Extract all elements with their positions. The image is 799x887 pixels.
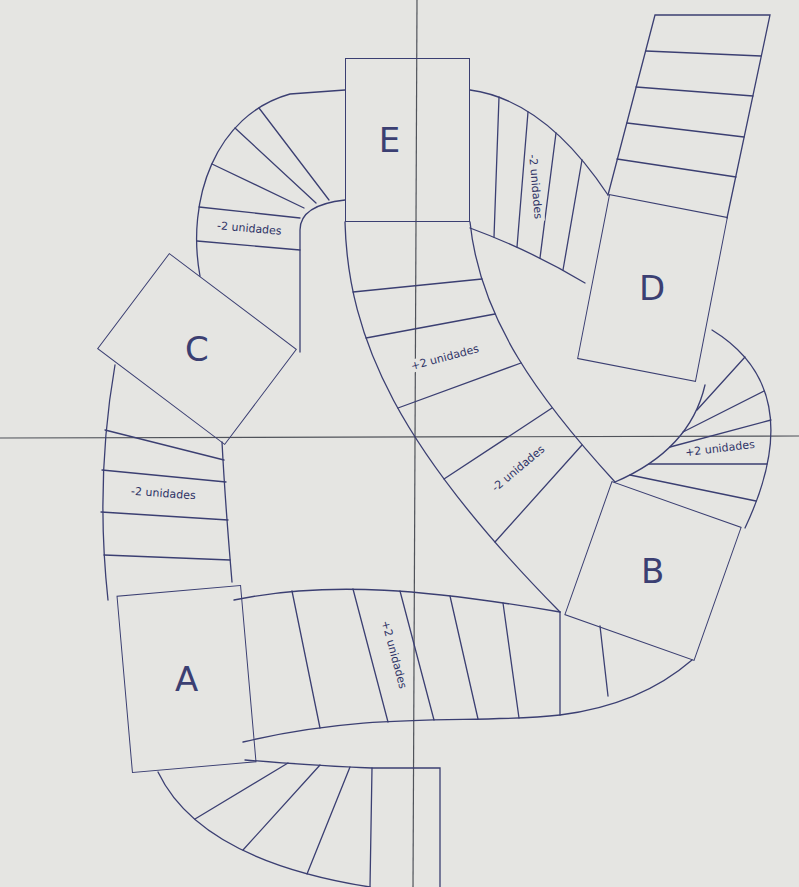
board-square: C	[97, 253, 297, 445]
track-cells	[101, 15, 771, 887]
cell-note: +2 unidades	[378, 618, 410, 693]
cell-note: -2 unidades	[214, 219, 284, 238]
cell-note: -2 unidades	[128, 485, 197, 503]
square-letter: C	[185, 332, 209, 366]
cell-note: +2 unidades	[683, 438, 758, 460]
square-letter: B	[641, 553, 664, 587]
board-square: B	[564, 481, 741, 661]
cell-note: -2 unidades	[487, 442, 548, 496]
cell-note: -2 unidades	[525, 152, 544, 222]
square-letter: A	[174, 662, 197, 696]
cell-note: +2 unidades	[408, 342, 483, 374]
square-letter: E	[379, 123, 400, 157]
board-square: A	[116, 584, 256, 772]
board-square: D	[577, 194, 728, 382]
square-letter: D	[639, 271, 665, 305]
board-square: E	[345, 58, 470, 222]
